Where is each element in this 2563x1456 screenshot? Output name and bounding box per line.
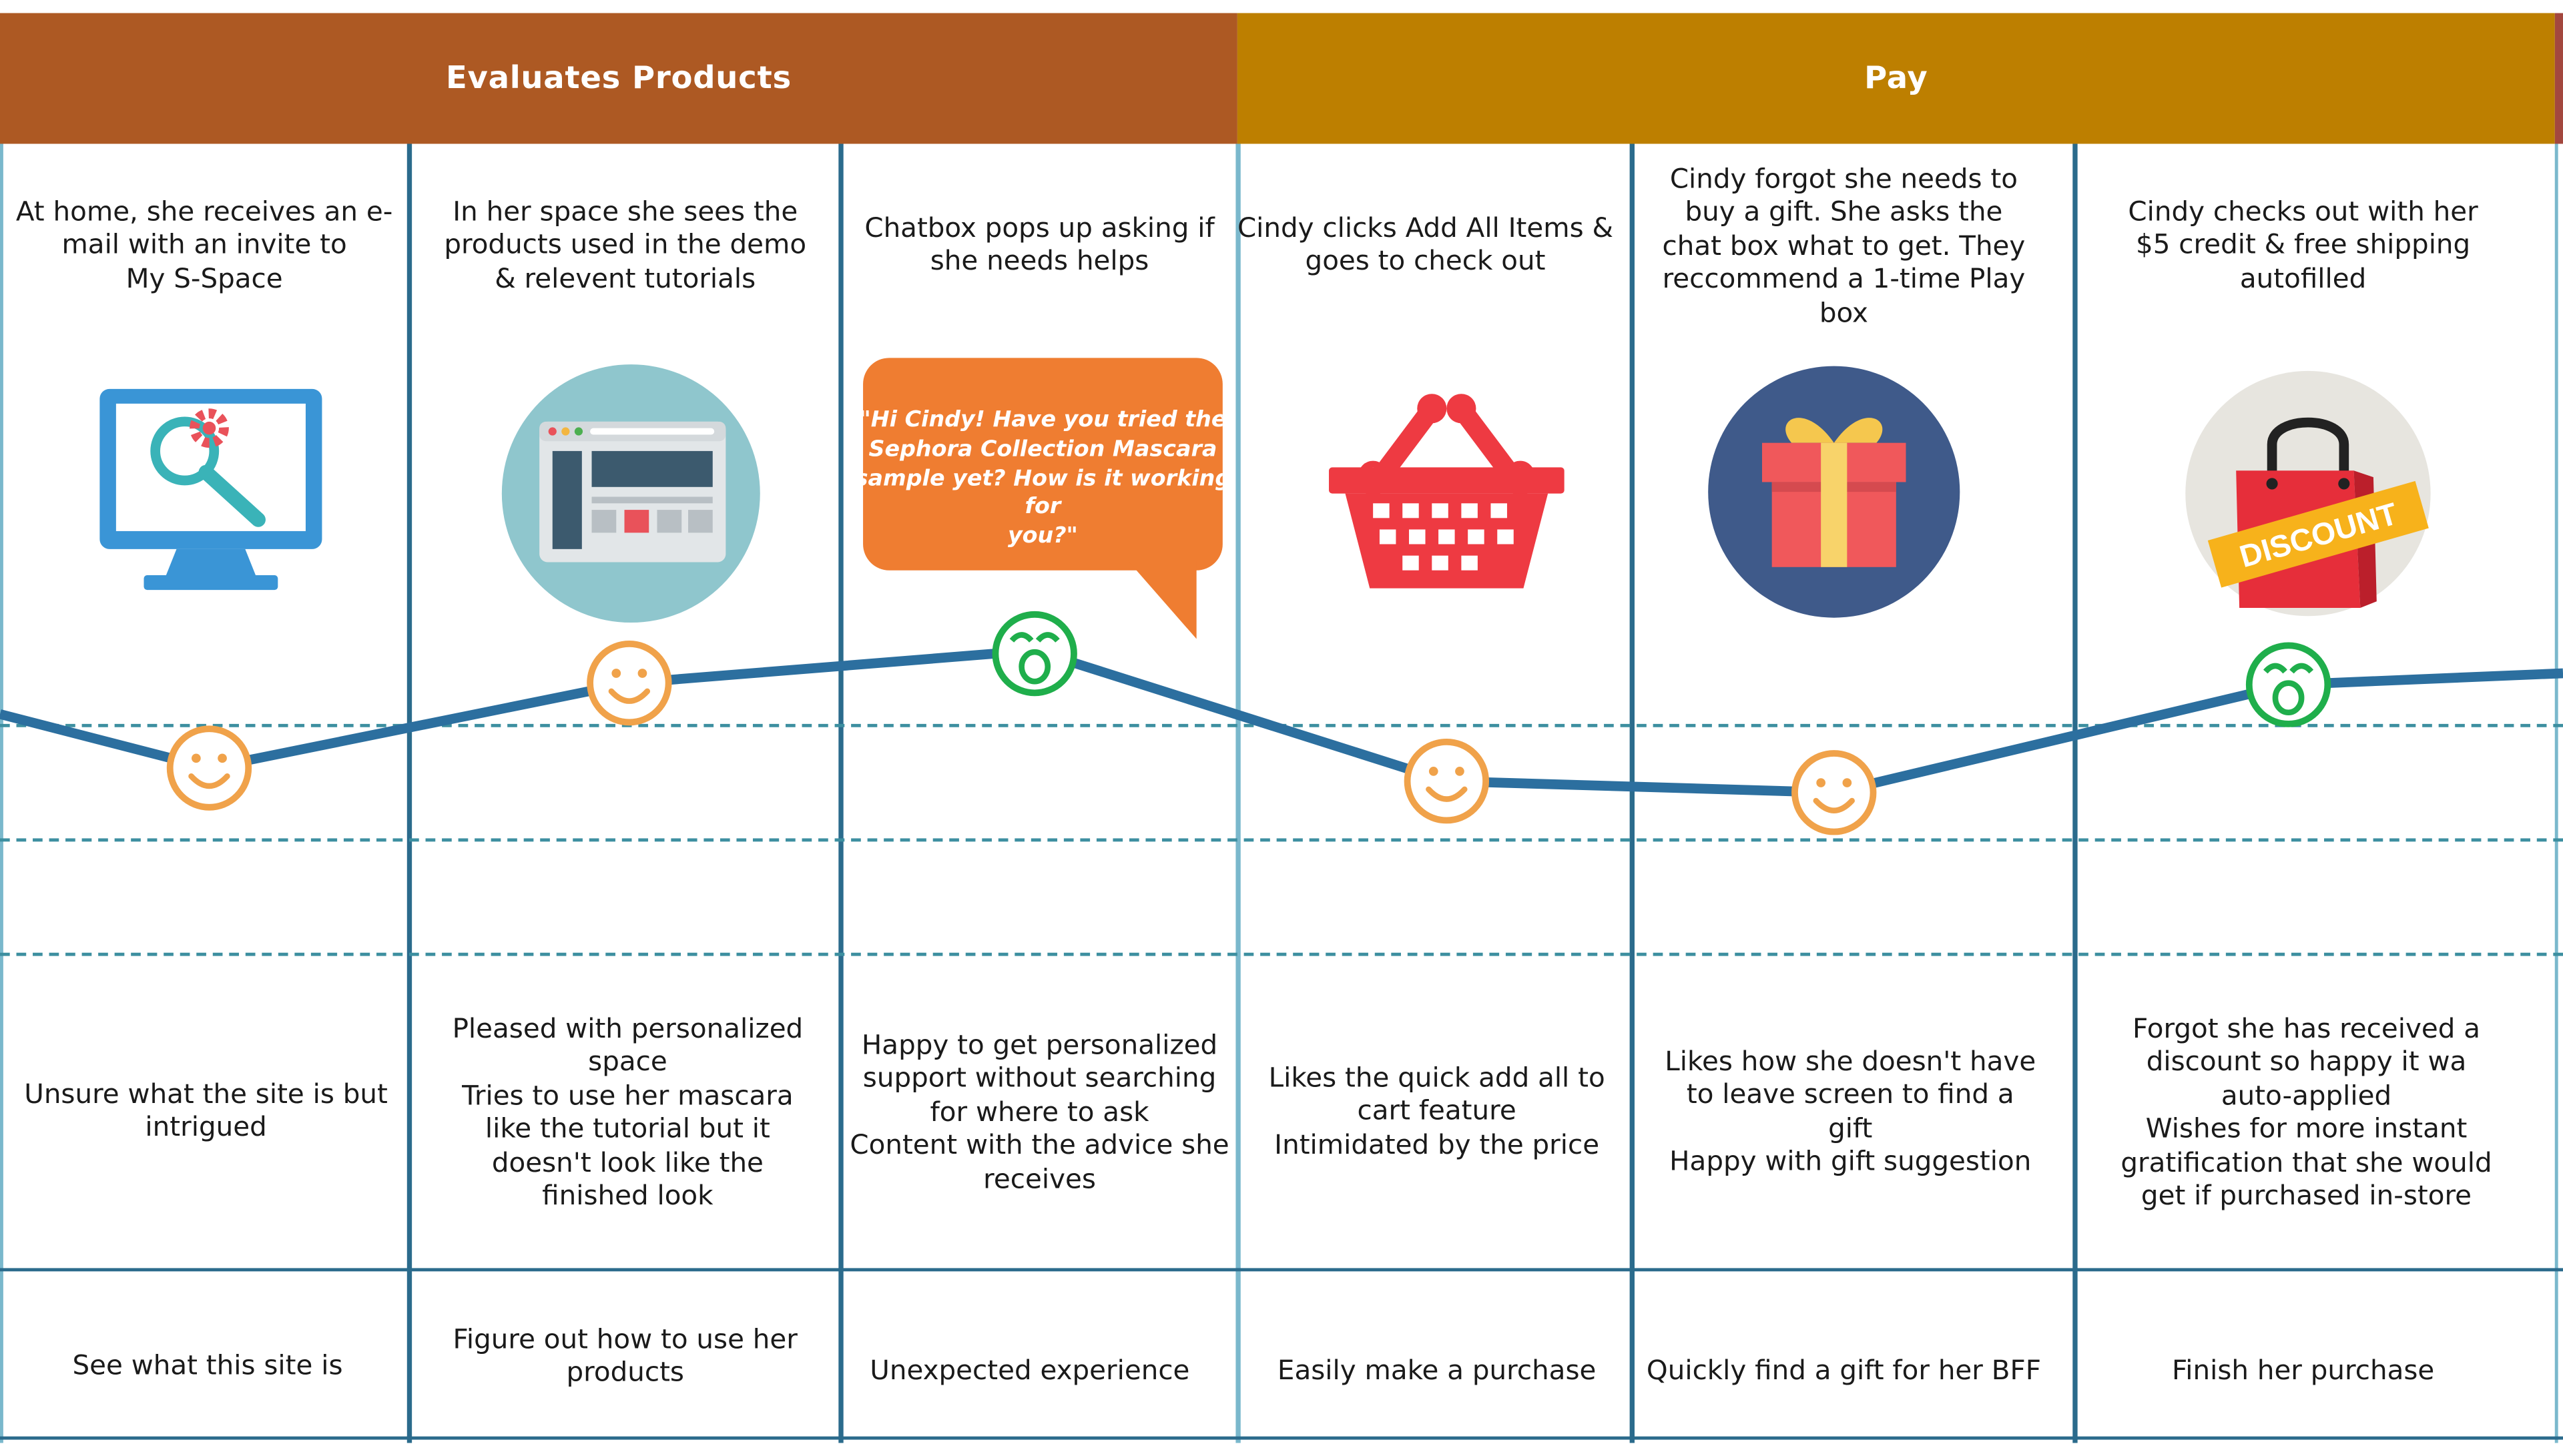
action-text: Chatbox pops up asking if she needs help… bbox=[864, 212, 1215, 277]
action-text: Cindy clicks Add All Items & goes to che… bbox=[1237, 212, 1614, 277]
feeling-text: Unsure what the site is but intrigued bbox=[24, 1078, 388, 1143]
phase-label: Pay bbox=[1864, 60, 1928, 97]
goal-text: Unexpected experience bbox=[870, 1355, 1190, 1386]
browser-window-icon bbox=[501, 364, 760, 623]
smile-face-icon bbox=[587, 641, 672, 726]
smile-face-icon bbox=[1791, 750, 1877, 835]
surprised-face-icon bbox=[2245, 642, 2331, 727]
feeling-text: Forgot she has received a discount so ha… bbox=[2120, 1013, 2492, 1211]
phase-evaluates-products: Evaluates Products bbox=[0, 13, 1237, 144]
discount-bag-icon: DISCOUNT bbox=[2185, 370, 2431, 617]
column-divider bbox=[2072, 143, 2078, 1443]
smile-face-icon bbox=[166, 725, 252, 811]
column-divider bbox=[406, 143, 412, 1443]
action-text: Cindy forgot she needs to buy a gift. Sh… bbox=[1662, 163, 2026, 328]
emotion-gridline bbox=[0, 838, 2563, 842]
column-divider bbox=[0, 143, 3, 1443]
column-divider bbox=[2554, 143, 2558, 1443]
row-separator bbox=[0, 1436, 2563, 1440]
emotion-gridline bbox=[0, 952, 2563, 956]
goal-text: Easily make a purchase bbox=[1277, 1355, 1597, 1386]
feeling-text: Likes the quick add all to cart feature … bbox=[1268, 1062, 1605, 1160]
smile-face-icon bbox=[1404, 738, 1490, 824]
goal-text: Figure out how to use her products bbox=[453, 1323, 798, 1389]
feeling-text: Likes how she doesn't have to leave scre… bbox=[1665, 1046, 2036, 1177]
journey-line bbox=[0, 645, 2563, 798]
chat-bubble-icon: "Hi Cindy! Have you tried the Sephora Co… bbox=[863, 358, 1223, 571]
phase-label: Evaluates Products bbox=[445, 60, 792, 97]
feeling-text: Happy to get personalized support withou… bbox=[850, 1029, 1229, 1194]
row-separator bbox=[0, 1268, 2563, 1272]
column-divider bbox=[1629, 143, 1635, 1443]
surprised-face-icon bbox=[992, 611, 1077, 697]
chat-bubble-tail bbox=[1127, 561, 1197, 639]
goal-text: Quickly find a gift for her BFF bbox=[1646, 1355, 2041, 1386]
phase-pay: Pay bbox=[1237, 13, 2555, 144]
gift-box-icon bbox=[1708, 366, 1960, 618]
action-text: Cindy checks out with her $5 credit & fr… bbox=[2128, 196, 2478, 294]
feeling-text: Pleased with personalized space Tries to… bbox=[452, 1013, 804, 1211]
goal-text: See what this site is bbox=[72, 1349, 343, 1381]
chat-bubble-text: "Hi Cindy! Have you tried the Sephora Co… bbox=[863, 406, 1223, 550]
action-text: In her space she sees the products used … bbox=[444, 196, 807, 294]
phase-next-edge bbox=[2554, 13, 2563, 144]
goal-text: Finish her purchase bbox=[2171, 1355, 2435, 1386]
column-divider bbox=[838, 143, 844, 1443]
action-text: At home, she receives an e- mail with an… bbox=[15, 196, 393, 294]
computer-search-icon bbox=[99, 388, 322, 591]
column-divider bbox=[1235, 143, 1241, 1443]
shopping-basket-icon bbox=[1329, 394, 1564, 589]
